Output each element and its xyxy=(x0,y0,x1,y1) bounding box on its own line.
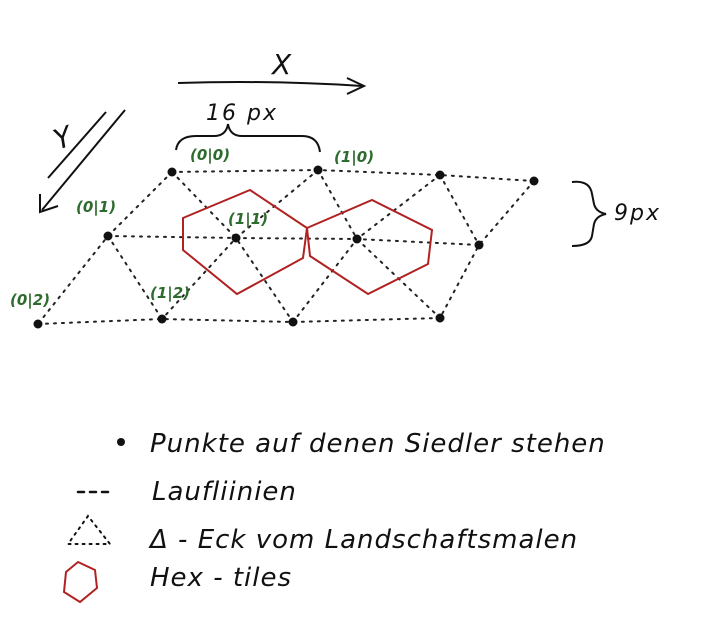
coord-label-0-1: (0|1) xyxy=(76,198,116,217)
settler-point-p-3-1 xyxy=(474,240,484,250)
settler-point-p-2-0 xyxy=(435,170,445,180)
x-axis-arrow xyxy=(177,77,367,95)
settler-point-p-0-2 xyxy=(33,319,43,329)
coord-label-1-0: (1|0) xyxy=(334,148,374,167)
height-label: 9px xyxy=(614,201,661,226)
width-brace xyxy=(175,123,321,153)
settler-point-p-0-0 xyxy=(167,167,177,177)
legend-dash-text: Laufliinien xyxy=(152,477,297,507)
y-axis-label: Y xyxy=(49,119,78,157)
y-axis-arrow xyxy=(39,109,126,214)
coord-label-1-2: (1|2) xyxy=(150,284,190,303)
walk-lines xyxy=(37,168,535,325)
settler-point-p-3-2 xyxy=(435,313,445,323)
settler-point-p-0-1 xyxy=(103,231,113,241)
width-label: 16 px xyxy=(206,101,278,126)
legend-hex-text: Hex - tiles xyxy=(150,563,292,593)
settler-point-p-1-0 xyxy=(313,165,323,175)
coord-label-0-2: (0|2) xyxy=(10,291,50,310)
legend-dot-text: Punkte auf denen Siedler stehen xyxy=(150,429,606,459)
coord-label-0-0: (0|0) xyxy=(190,146,230,165)
hex-tile-right xyxy=(305,198,434,296)
legend-dot-icon xyxy=(117,438,125,446)
x-axis-label: X xyxy=(270,48,292,81)
height-brace xyxy=(571,180,607,247)
settler-point-p-3-0 xyxy=(529,176,539,186)
legend-triangle-text: Δ - Eck vom Landschaftsmalen xyxy=(148,525,578,555)
settler-point-p-1-1 xyxy=(231,233,241,243)
settler-point-p-2-2 xyxy=(288,317,298,327)
legend-hex-icon xyxy=(62,560,99,604)
coord-label-1-1: (1|1) xyxy=(228,210,268,229)
hex-tiles xyxy=(182,188,434,296)
hex-tile-left xyxy=(182,188,309,296)
legend-triangle-icon xyxy=(66,514,113,545)
legend: Punkte auf denen Siedler stehen Laufliin… xyxy=(62,429,606,604)
settler-points xyxy=(33,165,539,329)
settler-point-p-2-1 xyxy=(352,234,362,244)
settler-point-p-1-2 xyxy=(157,314,167,324)
